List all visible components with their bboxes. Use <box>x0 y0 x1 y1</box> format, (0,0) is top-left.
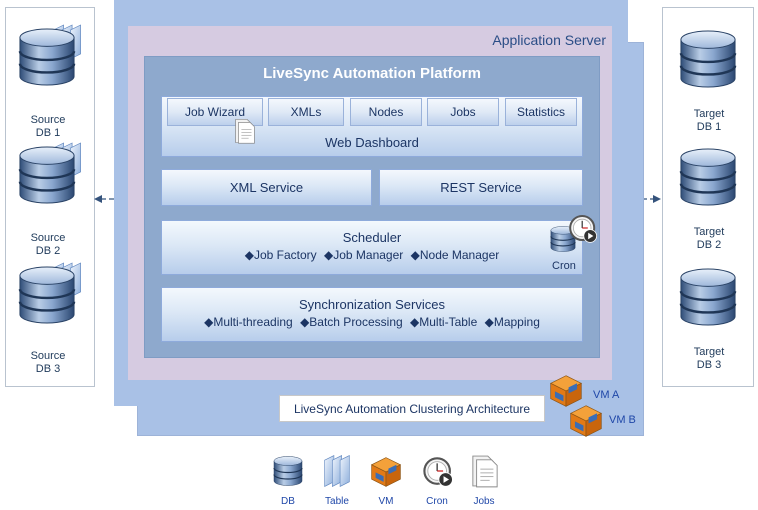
database-icon <box>18 144 76 206</box>
clustering-caption: LiveSync Automation Clustering Architect… <box>279 395 545 422</box>
database-icon <box>18 264 76 326</box>
scheduler: Scheduler ◆Job Factory ◆Job Manager ◆Nod… <box>161 220 583 275</box>
source-db-label: Source <box>30 350 66 362</box>
sync-title: Synchronization Services <box>299 297 445 312</box>
legend: DB Table VM Cron Jobs <box>258 450 518 510</box>
database-icon <box>679 266 737 328</box>
source-db-3: Source DB 3 <box>16 254 86 375</box>
legend-label: DB <box>281 496 295 507</box>
legend-label: Cron <box>426 496 448 507</box>
xml-service: XML Service <box>161 169 372 206</box>
feature-mapping: ◆Mapping <box>484 315 540 329</box>
source-panel: Source DB 1 Source DB 2 Source DB 3 <box>5 7 95 387</box>
platform-title: LiveSync Automation Platform <box>263 65 481 82</box>
jobs-icon <box>471 453 499 489</box>
cron-icon <box>421 454 455 488</box>
target-db-2: Target DB 2 <box>677 142 741 254</box>
source-db-label: Source <box>30 114 66 126</box>
tab-jobs[interactable]: Jobs <box>427 98 499 126</box>
tab-statistics[interactable]: Statistics <box>505 98 577 126</box>
synchronization-services: Synchronization Services ◆Multi-threadin… <box>161 287 583 342</box>
legend-item-jobs: Jobs <box>459 450 509 510</box>
tab-xmls[interactable]: XMLs <box>268 98 344 126</box>
jobs-icon <box>233 118 257 144</box>
source-db-number: DB 3 <box>35 363 61 375</box>
target-db-label: Target <box>693 346 725 358</box>
target-db-label: Target <box>693 108 725 120</box>
vm-icon <box>569 404 603 438</box>
web-dashboard-label: Web Dashboard <box>325 135 419 150</box>
legend-item-db: DB <box>263 450 313 510</box>
target-db-number: DB 1 <box>696 121 722 133</box>
feature-node-manager: ◆Node Manager <box>410 248 500 262</box>
scheduler-title: Scheduler <box>342 230 402 245</box>
database-icon <box>273 454 303 488</box>
target-db-number: DB 2 <box>696 239 722 251</box>
target-db-number: DB 3 <box>696 359 722 371</box>
legend-label: VM <box>378 496 394 507</box>
database-icon <box>679 146 737 208</box>
cron-icon <box>567 212 599 244</box>
feature-batch-processing: ◆Batch Processing <box>300 315 403 329</box>
feature-multi-threading: ◆Multi-threading <box>204 315 293 329</box>
feature-job-manager: ◆Job Manager <box>324 248 404 262</box>
legend-label: Table <box>325 496 349 507</box>
target-db-1: Target DB 1 <box>677 24 741 136</box>
source-db-label: Source <box>30 232 66 244</box>
source-db-1: Source DB 1 <box>16 16 86 139</box>
tab-job-wizard[interactable]: Job Wizard <box>167 98 263 126</box>
database-icon <box>18 26 76 88</box>
feature-multi-table: ◆Multi-Table <box>410 315 478 329</box>
target-db-3: Target DB 3 <box>677 262 741 374</box>
application-server-label: Application Server <box>492 32 606 48</box>
source-db-number: DB 2 <box>35 245 61 257</box>
table-icon <box>321 454 353 488</box>
vm-a-label: VM A <box>593 389 620 401</box>
feature-job-factory: ◆Job Factory <box>244 248 317 262</box>
vm-icon <box>549 374 583 408</box>
database-icon <box>679 28 737 90</box>
cron-label: Cron <box>552 260 576 272</box>
legend-item-vm: VM <box>361 450 411 510</box>
rest-service: REST Service <box>379 169 583 206</box>
tab-nodes[interactable]: Nodes <box>350 98 422 126</box>
legend-item-table: Table <box>312 450 362 510</box>
source-db-2: Source DB 2 <box>16 134 86 257</box>
vm-b-label: VM B <box>609 414 636 426</box>
legend-item-cron: Cron <box>412 450 462 510</box>
source-db-number: DB 1 <box>35 127 61 139</box>
target-panel: Target DB 1 Target DB 2 Target DB 3 <box>662 7 754 387</box>
target-db-label: Target <box>693 226 725 238</box>
legend-label: Jobs <box>473 496 495 507</box>
vm-icon <box>370 456 402 488</box>
